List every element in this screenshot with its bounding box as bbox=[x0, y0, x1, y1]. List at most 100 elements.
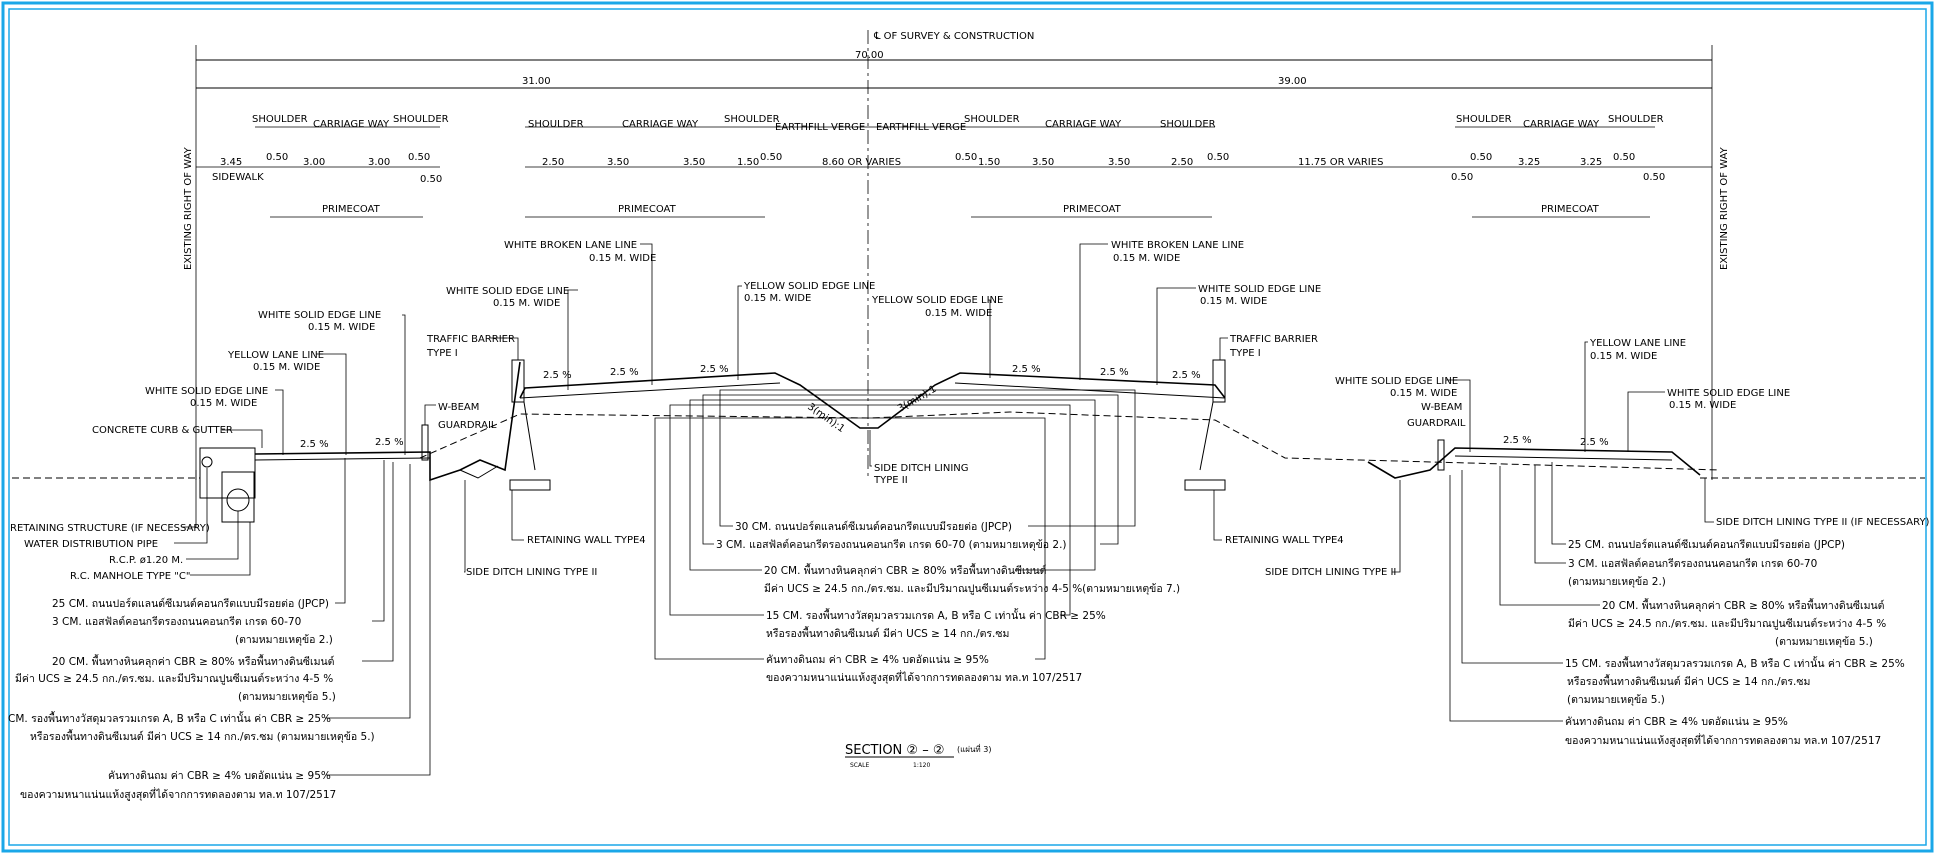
callout-water-pipe: WATER DISTRIBUTION PIPE bbox=[24, 539, 158, 550]
leader-8 bbox=[1079, 243, 1108, 380]
callout-side-ditch-a: SIDE DITCH LINING bbox=[874, 463, 969, 474]
note-mid-embank: คันทางดินถม ค่า CBR ≥ 4% บดอัดแน่น ≥ 95% bbox=[766, 654, 989, 666]
lbl-shoulder-7: SHOULDER bbox=[1456, 114, 1512, 125]
note-right-subbase-alt: หรือรองพื้นทางดินซีเมนต์ มีค่า UCS ≥ 14 … bbox=[1567, 674, 1810, 688]
lbl-shoulder-4: SHOULDER bbox=[724, 114, 780, 125]
dim-345: 3.45 bbox=[220, 157, 242, 168]
scale-value: 1:120 bbox=[913, 762, 930, 769]
note-mid-embank-2: ของความหนาแน่นแห้งสูงสุดที่ได้จากการทดลอ… bbox=[766, 670, 1082, 684]
rcp-pipe bbox=[226, 488, 250, 512]
slope-1: 2.5 % bbox=[300, 439, 329, 450]
leader-12 bbox=[1627, 391, 1665, 452]
note-left-subbase-alt: หรือรองพื้นทางดินซีเมนต์ มีค่า UCS ≥ 14 … bbox=[30, 729, 375, 743]
dim-050-3: 0.50 bbox=[420, 174, 442, 185]
callout-side-ditch-nec: SIDE DITCH LINING TYPE II (IF NECESSARY) bbox=[1716, 517, 1930, 528]
lbl-primecoat-3: PRIMECOAT bbox=[1063, 204, 1122, 215]
callout-width-1: 0.15 M. WIDE bbox=[190, 398, 257, 409]
leader-9 bbox=[1156, 287, 1196, 385]
leader-manhole bbox=[190, 522, 251, 576]
lbl-carriage-2: CARRIAGE WAY bbox=[622, 119, 699, 130]
dim-050-5: 0.50 bbox=[955, 152, 977, 163]
dim-250-1: 2.50 bbox=[542, 157, 564, 168]
dim-860: 8.60 OR VARIES bbox=[822, 157, 901, 168]
callout-yellow-lane-1: YELLOW LANE LINE bbox=[227, 350, 324, 361]
dim-350-4: 3.50 bbox=[1108, 157, 1130, 168]
lbl-earthfill-1: EARTHFILL VERGE bbox=[775, 122, 865, 133]
dim-050-1: 0.50 bbox=[266, 152, 288, 163]
callout-width-7: 0.15 M. WIDE bbox=[925, 308, 992, 319]
callout-width-11: 0.15 M. WIDE bbox=[1590, 351, 1657, 362]
callout-wbeam: W-BEAM bbox=[438, 402, 479, 413]
leader-ditch-nec bbox=[1704, 478, 1714, 523]
note-right-embank-2: ของความหนาแน่นแห้งสูงสุดที่ได้จากการทดลอ… bbox=[1565, 733, 1881, 747]
note-right-base-note: (ตามหมายเหตุข้อ 5.) bbox=[1775, 636, 1873, 648]
note-left-jpcp: 25 CM. ถนนปอร์ตแลนด์ซีเมนต์คอนกรีตแบบมีร… bbox=[52, 597, 329, 610]
leader-ditch-left bbox=[464, 480, 466, 573]
drawing-inner-frame bbox=[8, 8, 1927, 846]
note-left-base-note: (ตามหมายเหตุข้อ 5.) bbox=[238, 691, 336, 703]
callout-side-ditch-b: TYPE II bbox=[873, 475, 908, 486]
note-left-subbase: CM. รองพื้นทางวัสดุมวลรวมเกรด A, B หรือ … bbox=[8, 711, 331, 725]
leader-ditch-right bbox=[1392, 480, 1401, 573]
callout-yellow-solid-2: YELLOW SOLID EDGE LINE bbox=[871, 295, 1003, 306]
note-right-subbase-note: (ตามหมายเหตุข้อ 5.) bbox=[1567, 694, 1665, 706]
callout-width-2: 0.15 M. WIDE bbox=[253, 362, 320, 373]
lbl-shoulder-1: SHOULDER bbox=[252, 114, 308, 125]
row-label-right: EXISTING RIGHT OF WAY bbox=[1719, 146, 1730, 270]
concrete-curb bbox=[199, 447, 256, 499]
lbl-shoulder-5: SHOULDER bbox=[964, 114, 1020, 125]
callout-width-8: 0.15 M. WIDE bbox=[1113, 253, 1180, 264]
leader-rw-left bbox=[511, 490, 524, 541]
callout-white-solid-3: WHITE SOLID EDGE LINE bbox=[446, 286, 569, 297]
dim-050-10: 0.50 bbox=[1643, 172, 1665, 183]
callout-white-solid-4: WHITE SOLID EDGE LINE bbox=[1198, 284, 1321, 295]
water-pipe bbox=[201, 456, 213, 468]
dim-150-2: 1.50 bbox=[978, 157, 1000, 168]
callout-guardrail-right: GUARDRAIL bbox=[1407, 418, 1466, 429]
scale-label: SCALE bbox=[850, 762, 869, 769]
subgrade-line bbox=[419, 411, 1721, 471]
leader-ditch-mid bbox=[869, 430, 872, 467]
leader-4 bbox=[640, 243, 653, 385]
leader-rcp bbox=[186, 511, 239, 560]
dim-1175: 11.75 OR VARIES bbox=[1298, 157, 1383, 168]
callout-width-4: 0.15 M. WIDE bbox=[589, 253, 656, 264]
note-mid-base-ucs: มีค่า UCS ≥ 24.5 กก./ตร.ซม. และมีปริมาณป… bbox=[764, 582, 1180, 595]
note-mid-asphalt: 3 CM. แอสฟัลต์คอนกรีตรองถนนคอนกรีต เกรด … bbox=[716, 538, 1067, 551]
retaining-wall-left bbox=[523, 401, 536, 471]
dim-050-2: 0.50 bbox=[408, 152, 430, 163]
dim-050-7: 0.50 bbox=[1470, 152, 1492, 163]
dim-250-2: 2.50 bbox=[1171, 157, 1193, 168]
dim-050-9: 0.50 bbox=[1613, 152, 1635, 163]
lbl-primecoat-2: PRIMECOAT bbox=[618, 204, 677, 215]
w-beam-post-right bbox=[1437, 439, 1445, 471]
callout-white-solid-5: WHITE SOLID EDGE LINE bbox=[1335, 376, 1458, 387]
dim-total: 70.00 bbox=[855, 50, 884, 61]
leader-note-mid-4 bbox=[669, 404, 1071, 616]
retaining-footing-left bbox=[509, 479, 551, 491]
callout-retaining-structure: RETAINING STRUCTURE (IF NECESSARY) bbox=[10, 523, 210, 534]
leader-note-left-5 bbox=[326, 470, 431, 776]
lbl-primecoat-1: PRIMECOAT bbox=[322, 204, 381, 215]
dim-050-6: 0.50 bbox=[1207, 152, 1229, 163]
centerline-label: ℄ OF SURVEY & CONSTRUCTION bbox=[873, 31, 1034, 42]
leader-water bbox=[174, 468, 208, 544]
leader-curb bbox=[222, 429, 263, 448]
leader-barrier-right bbox=[1219, 337, 1228, 360]
note-left-base: 20 CM. พื้นทางหินคลุกค่า CBR ≥ 80% หรือพ… bbox=[52, 654, 335, 668]
lbl-earthfill-2: EARTHFILL VERGE bbox=[876, 122, 966, 133]
callout-guardrail: GUARDRAIL bbox=[438, 420, 497, 431]
dim-150-1: 1.50 bbox=[737, 157, 759, 168]
callout-type1-left: TYPE I bbox=[426, 348, 458, 359]
callout-wbeam-right: W-BEAM bbox=[1421, 402, 1462, 413]
leader-10 bbox=[1446, 379, 1471, 452]
row-label-left: EXISTING RIGHT OF WAY bbox=[183, 146, 194, 270]
retaining-wall-right bbox=[1199, 401, 1214, 471]
dim-325-2: 3.25 bbox=[1580, 157, 1602, 168]
callout-yellow-lane-2: YELLOW LANE LINE bbox=[1589, 338, 1686, 349]
note-mid-subbase-alt: หรือรองพื้นทางดินซีเมนต์ มีค่า UCS ≥ 14 … bbox=[766, 626, 1009, 640]
slope-8: 2.5 % bbox=[1172, 370, 1201, 381]
slope-4: 2.5 % bbox=[610, 367, 639, 378]
